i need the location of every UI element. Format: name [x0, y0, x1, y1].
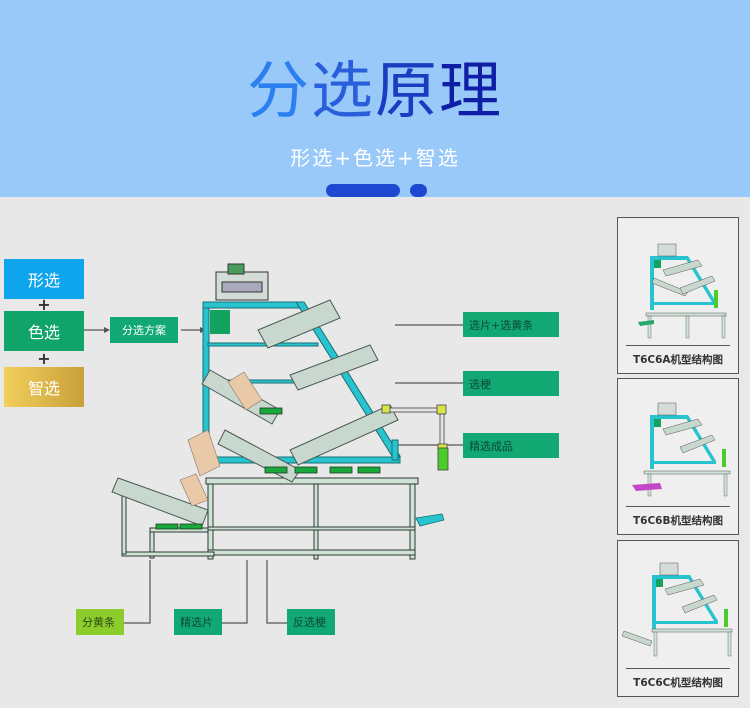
model-card-t6c6c[interactable]: T6C6C机型结构图 — [617, 540, 739, 697]
model-thumbnail — [638, 243, 727, 339]
sorting-scheme-label: 分选方案 — [110, 317, 178, 343]
model-caption: T6C6C机型结构图 — [626, 668, 730, 696]
callout-select-slices: 选片+选黄条 — [463, 312, 559, 337]
callout-select-stems: 选梗 — [463, 371, 559, 396]
title-char: 选 — [310, 54, 375, 127]
smart-sort-box: 智选 — [4, 367, 84, 407]
callout-fine-slices: 精选片 — [174, 609, 222, 635]
callout-yellow-strips: 分黄条 — [76, 609, 124, 635]
plus-icon: + — [37, 349, 51, 368]
model-card-t6c6b[interactable]: T6C6B机型结构图 — [617, 378, 739, 535]
model-thumbnail — [632, 402, 731, 497]
model-card-t6c6a[interactable]: T6C6A机型结构图 — [617, 217, 739, 374]
title-char: 分 — [246, 54, 311, 127]
model-thumbnail — [621, 562, 733, 657]
callout-final-product: 精选成品 — [463, 433, 559, 458]
title-char: 理 — [439, 54, 504, 127]
pagination-dot — [410, 184, 427, 197]
plus-icon: + — [37, 295, 51, 314]
header-banner: 分选原理 形选+色选+智选 — [0, 0, 750, 197]
title-char: 原 — [375, 54, 440, 127]
pagination-bar-active — [326, 184, 400, 197]
color-sort-box: 色选 — [4, 311, 84, 351]
shape-sort-box: 形选 — [4, 259, 84, 299]
model-caption: T6C6B机型结构图 — [626, 506, 730, 534]
callout-reverse-stems: 反选梗 — [287, 609, 335, 635]
page-subtitle: 形选+色选+智选 — [290, 146, 460, 170]
page-title: 分选原理 — [0, 40, 750, 130]
model-caption: T6C6A机型结构图 — [626, 345, 730, 373]
